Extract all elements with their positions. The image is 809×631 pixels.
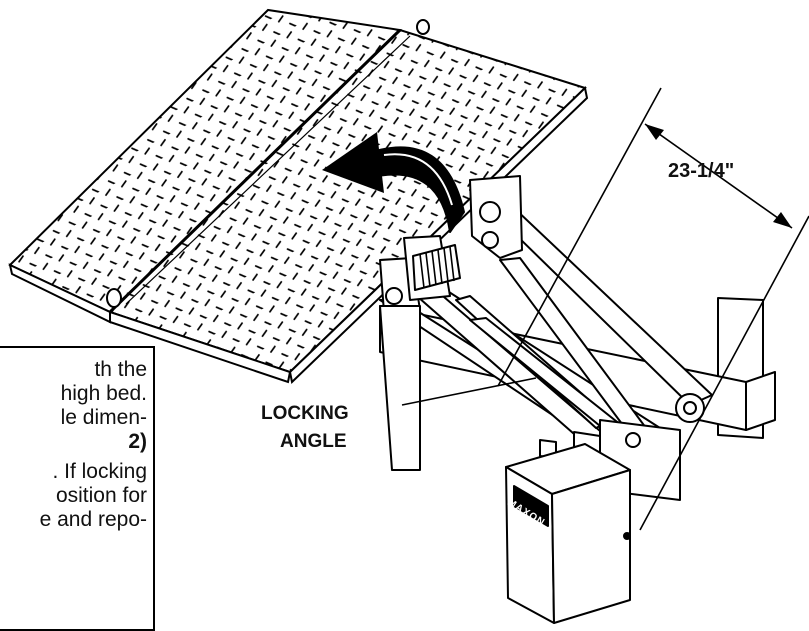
note-line: le dimen- (60, 406, 147, 429)
note-line: high bed. (60, 382, 147, 405)
locking-angle-label-line1: LOCKING (261, 403, 349, 424)
dimension-label: 23-1/4" (668, 160, 735, 182)
lift-mechanism (379, 175, 776, 501)
platform (8, 8, 589, 384)
dimension-lines (497, 87, 809, 531)
note-line: th the (94, 358, 147, 381)
rotation-arrow-icon (322, 132, 465, 233)
locking-angle-leader (401, 377, 537, 406)
note-line: 2) (128, 430, 147, 453)
spring-coils (419, 246, 455, 289)
note-line: osition for (55, 484, 147, 507)
pump-box (505, 443, 631, 624)
locking-angle-label-line2: ANGLE (280, 431, 347, 452)
note-line: . If locking (52, 460, 147, 483)
note-line: e and repo- (39, 508, 147, 531)
instruction-note-box: th the high bed. le dimen- 2) . If locki… (0, 346, 155, 631)
